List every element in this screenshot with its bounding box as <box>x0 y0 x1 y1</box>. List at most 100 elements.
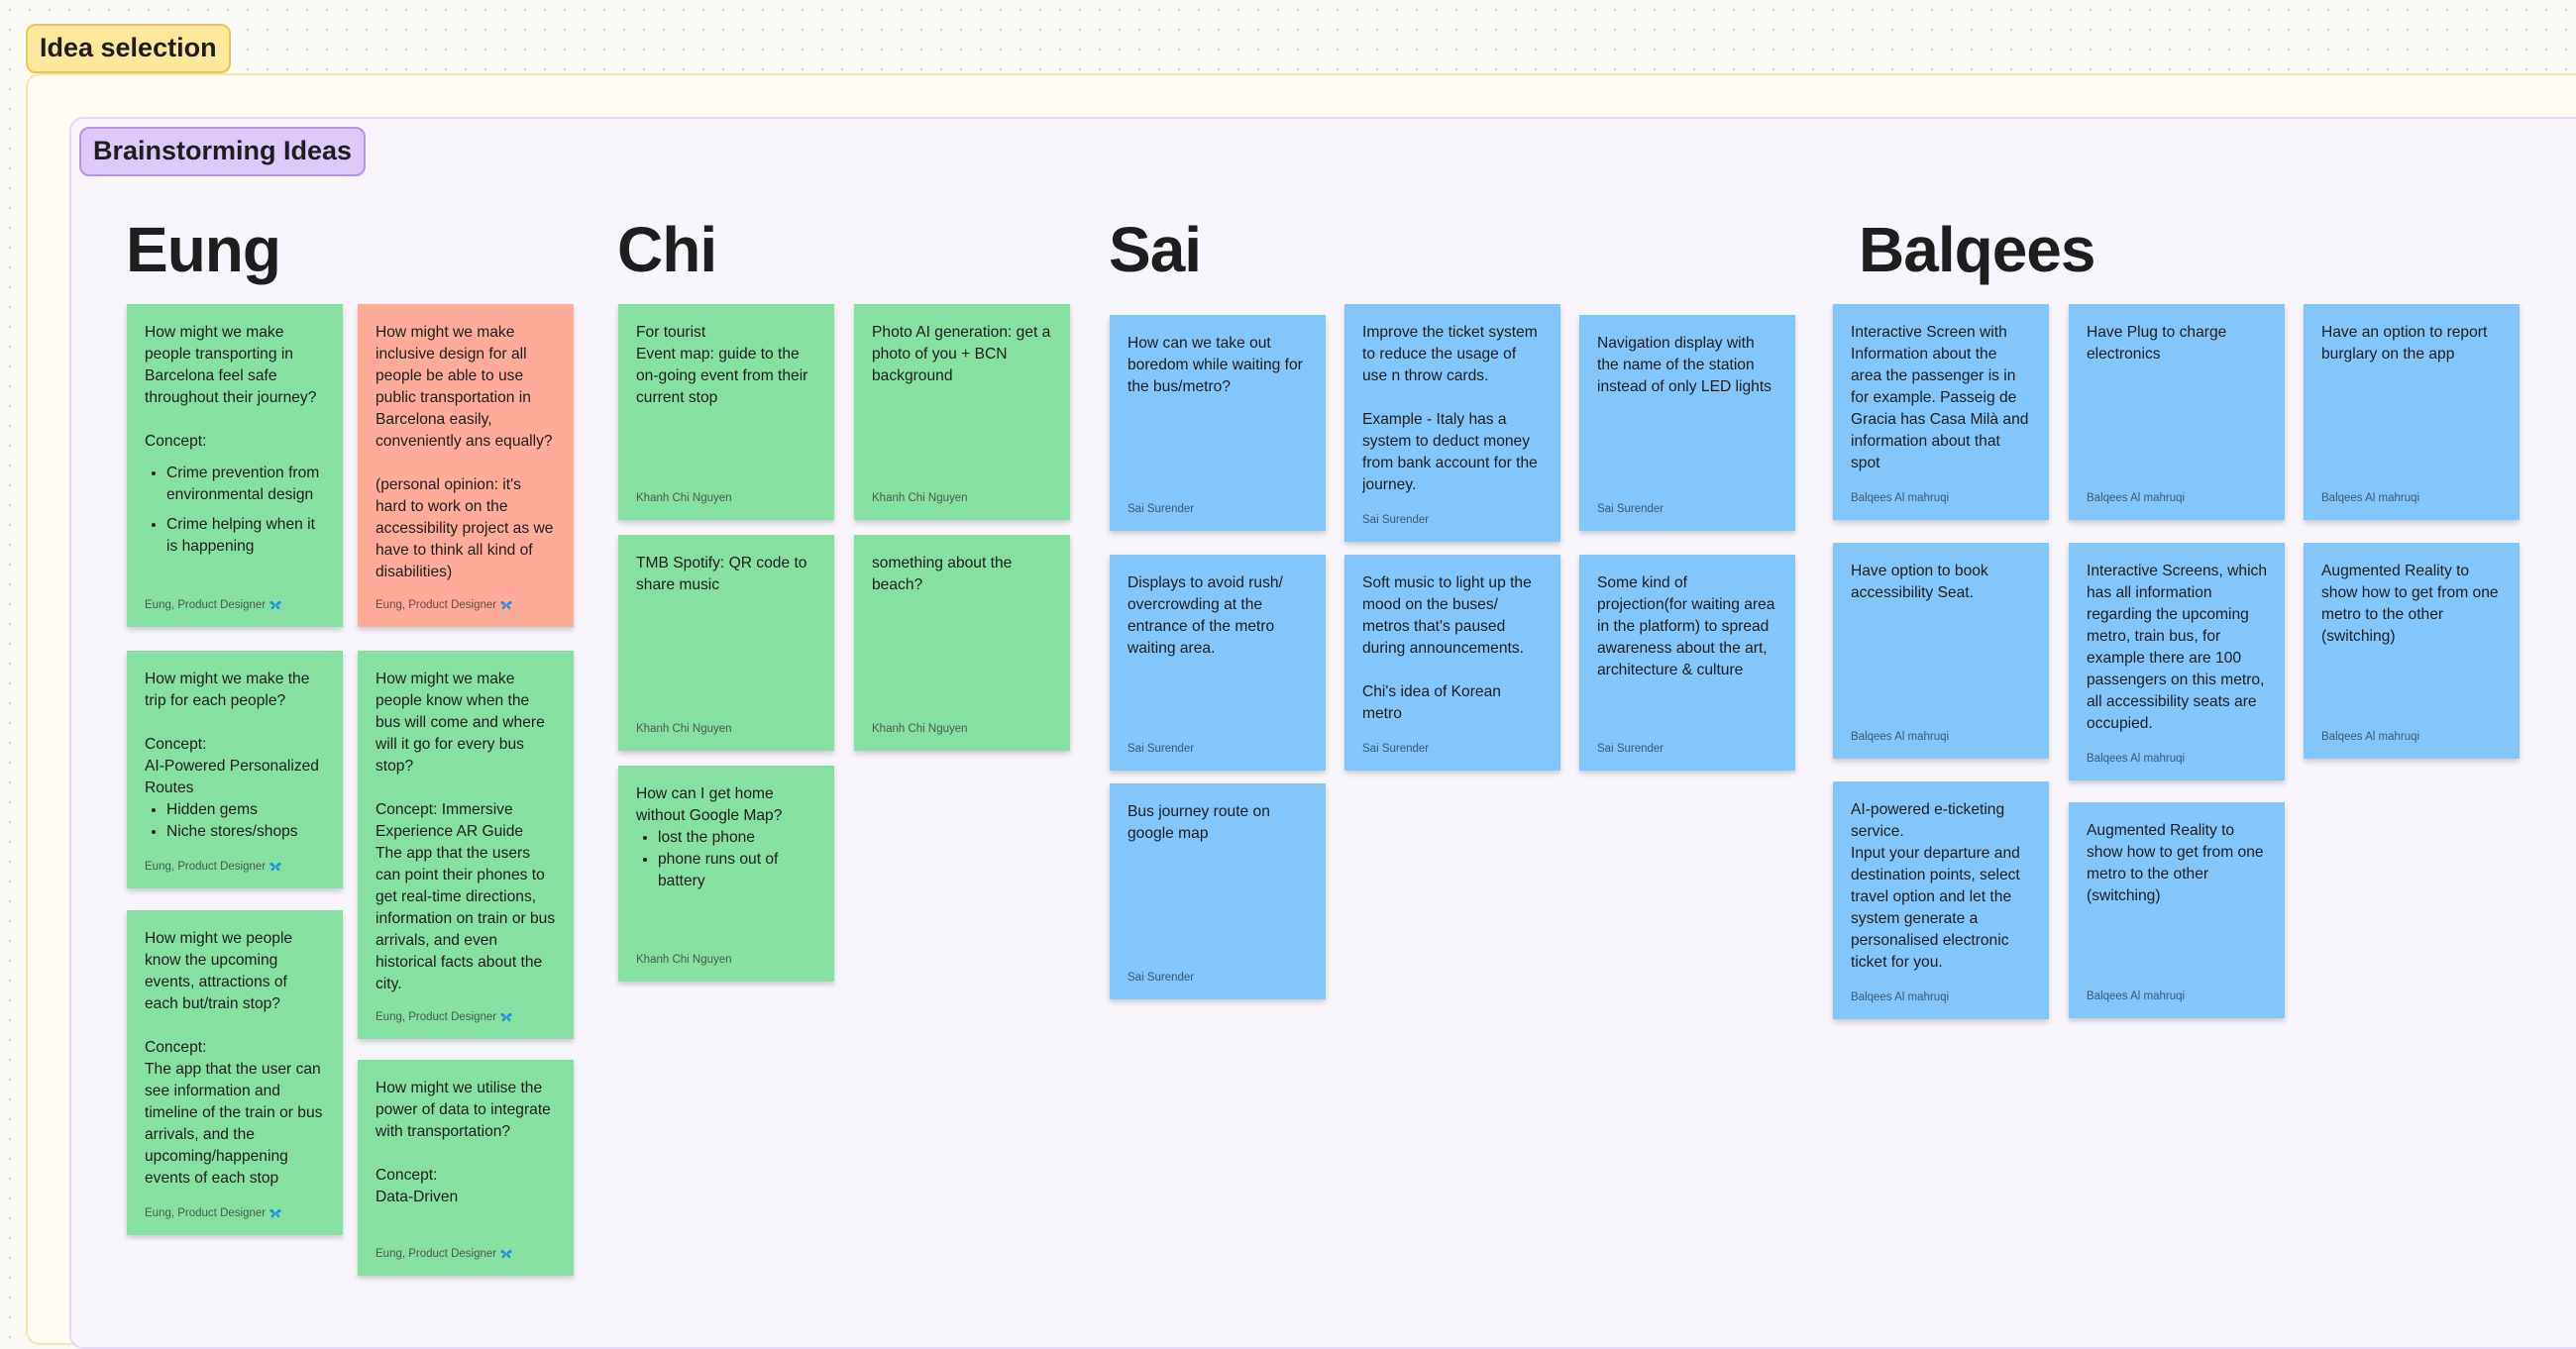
sticky-note[interactable]: For tourist Event map: guide to the on-g… <box>618 304 834 520</box>
note-concept: Concept: <box>145 433 207 450</box>
sticky-note[interactable]: Augmented Reality to show how to get fro… <box>2069 802 2285 1018</box>
note-content: Have Plug to charge electronics <box>2087 322 2267 484</box>
sticky-note[interactable]: Some kind of projection(for waiting area… <box>1579 555 1795 771</box>
sticky-note[interactable]: How might we people know the upcoming ev… <box>127 910 343 1235</box>
note-author: Eung, Product Designer <box>376 1248 556 1260</box>
sticky-note[interactable]: How can I get home without Google Map? l… <box>618 766 834 982</box>
note-list-item: Crime helping when it is happening <box>166 514 325 558</box>
note-content: How might we make people know when the b… <box>376 669 556 1003</box>
sticky-note[interactable]: Interactive Screen with Information abou… <box>1833 304 2049 520</box>
note-text: How might we utilise the power of data t… <box>376 1080 551 1140</box>
sticky-note[interactable]: Have Plug to charge electronics Balqees … <box>2069 304 2285 520</box>
column-title-sai[interactable]: Sai <box>1109 214 1202 285</box>
note-content: Have option to book accessibility Seat. <box>1851 561 2031 723</box>
note-content: How might we people know the upcoming ev… <box>145 928 325 1199</box>
sticky-note[interactable]: Photo AI generation: get a photo of you … <box>854 304 1070 520</box>
sticky-note[interactable]: How might we make people know when the b… <box>358 651 574 1039</box>
note-content: How can I get home without Google Map? l… <box>636 783 816 946</box>
note-author: Sai Surender <box>1597 743 1664 755</box>
sticky-note[interactable]: Have option to book accessibility Seat. … <box>1833 543 2049 759</box>
sticky-note[interactable]: Have an option to report burglary on the… <box>2304 304 2520 520</box>
sticky-note[interactable]: How might we make people transporting in… <box>127 304 343 627</box>
note-concept: Concept: Immersive Experience AR Guide <box>376 801 524 840</box>
column-title-eung[interactable]: Eung <box>126 214 281 285</box>
note-author: Sai Surender <box>1597 503 1664 515</box>
note-content: Some kind of projection(for waiting area… <box>1597 572 1777 735</box>
note-author: Khanh Chi Nguyen <box>872 492 968 504</box>
note-author: Eung, Product Designer <box>145 861 325 873</box>
sticky-note[interactable]: Improve the ticket system to reduce the … <box>1344 304 1560 542</box>
note-author: Balqees Al mahruqi <box>2087 492 2186 504</box>
note-text-secondary: Chi's idea of Korean metro <box>1362 683 1501 722</box>
sticky-note[interactable]: something about the beach? Khanh Chi Ngu… <box>854 535 1070 751</box>
sticky-note[interactable]: AI-powered e-ticketing service. Input yo… <box>1833 781 2049 1019</box>
note-concept: Concept: <box>145 1039 207 1056</box>
sticky-note[interactable]: How might we utilise the power of data t… <box>358 1060 574 1276</box>
note-text: How might we make people transporting in… <box>145 324 317 406</box>
note-text: Have an option to report burglary on the… <box>2321 324 2488 363</box>
sticky-note[interactable]: Displays to avoid rush/ overcrowding at … <box>1110 555 1326 771</box>
sticky-note[interactable]: Navigation display with the name of the … <box>1579 315 1795 531</box>
note-text: Have Plug to charge electronics <box>2087 324 2227 363</box>
note-text: How can I get home without Google Map? <box>636 785 783 824</box>
note-concept-line: Data-Driven <box>376 1189 459 1205</box>
note-author: Khanh Chi Nguyen <box>636 954 732 966</box>
sticky-note[interactable]: How might we make the trip for each peop… <box>127 651 343 888</box>
note-text: How can we take out boredom while waitin… <box>1127 335 1303 395</box>
note-text: AI-powered e-ticketing service. <box>1851 801 2005 840</box>
note-content: For tourist Event map: guide to the on-g… <box>636 322 816 484</box>
note-content: How might we utilise the power of data t… <box>376 1078 556 1240</box>
note-content: something about the beach? <box>872 553 1052 715</box>
section-title-idea-selection[interactable]: Idea selection <box>26 24 231 73</box>
note-author: Balqees Al mahruqi <box>2087 990 2186 1002</box>
note-text-secondary: The app that the users can point their p… <box>376 845 556 992</box>
column-title-chi[interactable]: Chi <box>617 214 717 285</box>
note-list-item: lost the phone <box>658 827 816 849</box>
note-concept: Concept: <box>376 1167 438 1184</box>
note-list-item: Crime prevention from environmental desi… <box>166 463 325 506</box>
column-title-balqees[interactable]: Balqees <box>1859 214 2095 285</box>
note-author: Khanh Chi Nguyen <box>872 723 968 735</box>
note-content: Augmented Reality to show how to get fro… <box>2087 820 2267 983</box>
sticky-note[interactable]: Soft music to light up the mood on the b… <box>1344 555 1560 771</box>
sticky-note[interactable]: How might we make inclusive design for a… <box>358 304 574 627</box>
butterfly-icon <box>500 601 512 610</box>
sticky-note[interactable]: Interactive Screens, which has all infor… <box>2069 543 2285 780</box>
section-title-brainstorming[interactable]: Brainstorming Ideas <box>79 127 367 176</box>
note-author: Sai Surender <box>1127 972 1195 984</box>
butterfly-icon <box>500 1250 512 1259</box>
note-content: Improve the ticket system to reduce the … <box>1362 322 1543 506</box>
butterfly-icon <box>269 1209 281 1218</box>
note-author: Khanh Chi Nguyen <box>636 492 732 504</box>
note-text: Displays to avoid rush/ overcrowding at … <box>1127 574 1283 657</box>
sticky-note[interactable]: Bus journey route on google map Sai Sure… <box>1110 783 1326 999</box>
note-text: Navigation display with the name of the … <box>1597 335 1771 395</box>
note-author: Eung, Product Designer <box>376 599 556 611</box>
note-author: Eung, Product Designer <box>145 599 325 611</box>
note-text: Bus journey route on google map <box>1127 803 1270 842</box>
note-content: Augmented Reality to show how to get fro… <box>2321 561 2502 723</box>
note-concept-line: AI-Powered Personalized Routes <box>145 758 319 796</box>
note-author: Balqees Al mahruqi <box>1851 492 1950 504</box>
note-text: Augmented Reality to show how to get fro… <box>2321 563 2499 645</box>
note-text: How might we make people know when the b… <box>376 671 545 775</box>
butterfly-icon <box>269 601 281 610</box>
note-author: Sai Surender <box>1362 514 1430 526</box>
note-author: Balqees Al mahruqi <box>2321 492 2420 504</box>
note-text: TMB Spotify: QR code to share music <box>636 555 807 593</box>
sticky-note[interactable]: How can we take out boredom while waitin… <box>1110 315 1326 531</box>
note-text-secondary: Event map: guide to the on-going event f… <box>636 346 808 406</box>
note-content: How might we make inclusive design for a… <box>376 322 556 591</box>
sticky-note[interactable]: TMB Spotify: QR code to share music Khan… <box>618 535 834 751</box>
sticky-note[interactable]: Augmented Reality to show how to get fro… <box>2304 543 2520 759</box>
note-text: Improve the ticket system to reduce the … <box>1362 324 1538 384</box>
note-text: Some kind of projection(for waiting area… <box>1597 574 1775 678</box>
note-content: Interactive Screens, which has all infor… <box>2087 561 2267 745</box>
note-content: How might we make people transporting in… <box>145 322 325 591</box>
butterfly-icon <box>269 863 281 872</box>
note-text: How might we make inclusive design for a… <box>376 324 553 450</box>
note-content: AI-powered e-ticketing service. Input yo… <box>1851 799 2031 984</box>
note-author: Eung, Product Designer <box>376 1011 556 1023</box>
note-concept: Concept: <box>145 736 207 753</box>
note-content: How might we make the trip for each peop… <box>145 669 325 853</box>
